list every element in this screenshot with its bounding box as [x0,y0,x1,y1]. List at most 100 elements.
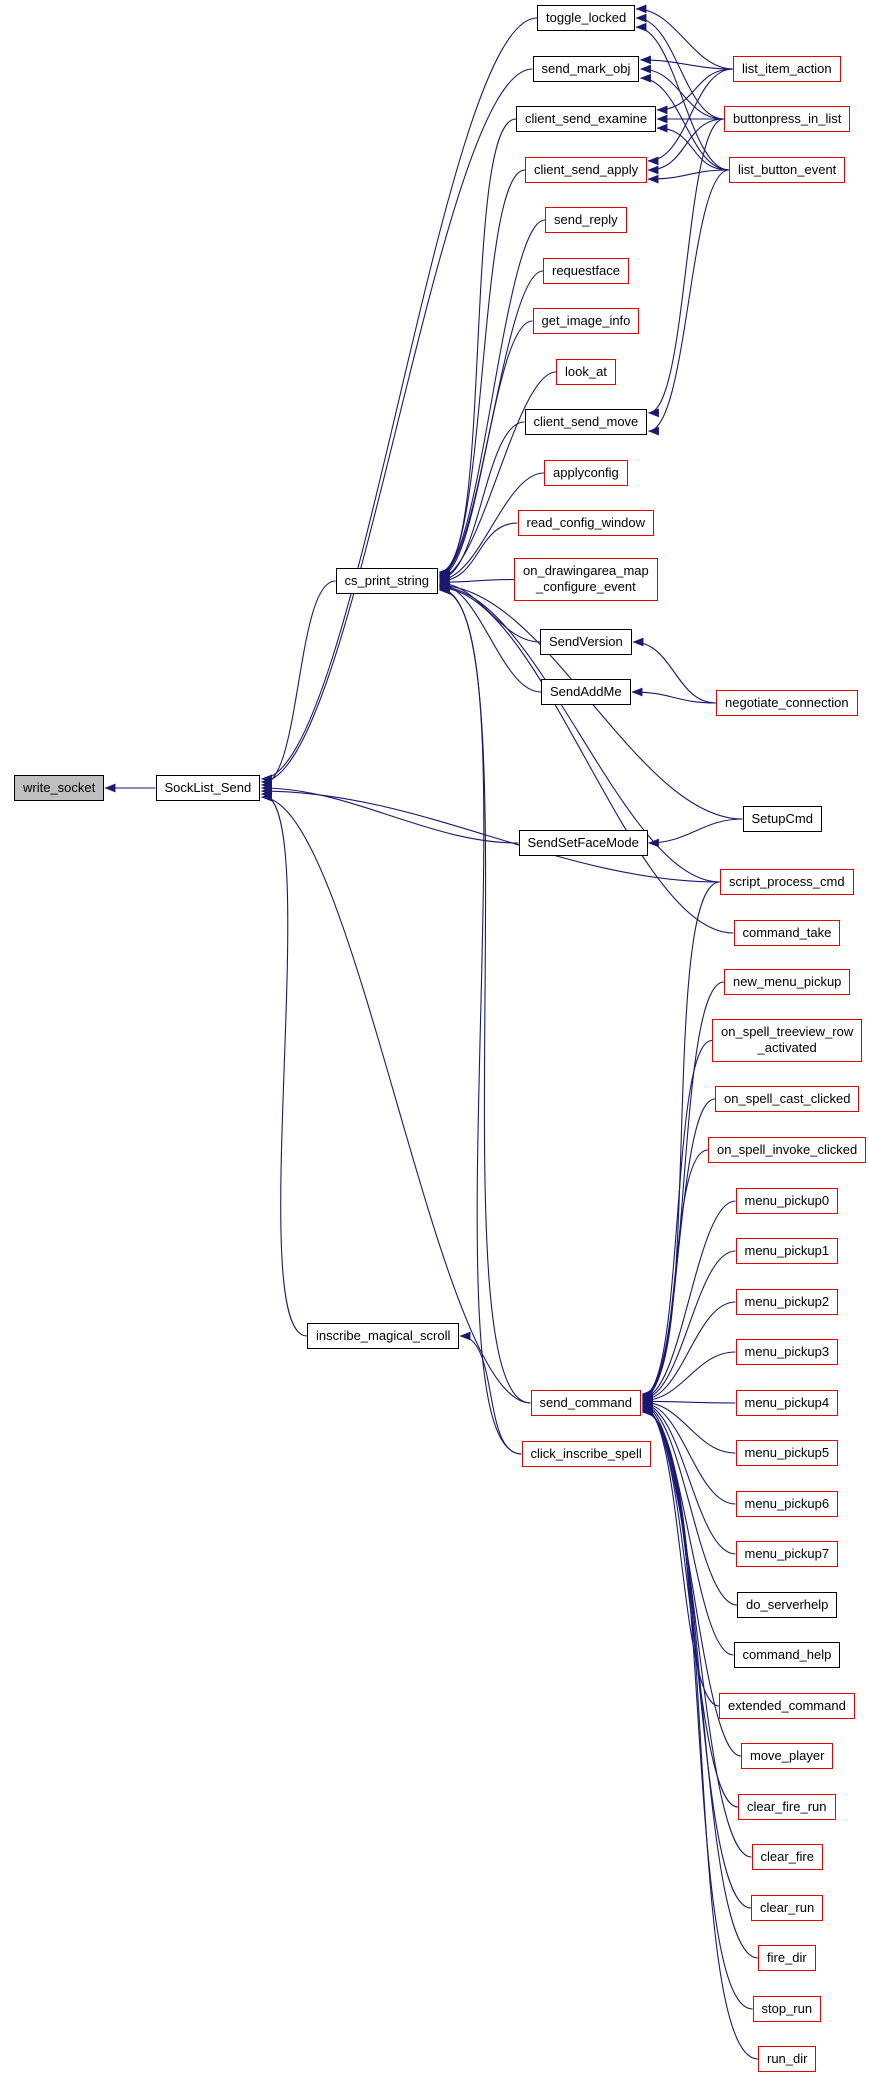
graph-node-list_item_action[interactable]: list_item_action [733,56,841,83]
graph-node-SockList_Send[interactable]: SockList_Send [155,775,261,802]
call-edge-client_send_examine-to-cs_print_string [438,118,517,577]
graph-node-look_at[interactable]: look_at [556,359,616,386]
graph-node-menu_pickup5[interactable]: menu_pickup5 [735,1440,839,1467]
call-edge-list_item_action-to-toggle_locked [635,4,734,70]
call-edge-menu_pickup6-to-send_command [641,1398,736,1505]
graph-node-send_command[interactable]: send_command [530,1390,641,1417]
call-edge-menu_pickup7-to-send_command [641,1399,736,1555]
graph-node-menu_pickup4[interactable]: menu_pickup4 [735,1390,839,1417]
graph-node-client_send_apply[interactable]: client_send_apply [525,157,648,184]
call-edge-buttonpress_in_list-to-toggle_locked [635,13,725,120]
call-edge-menu_pickup3-to-send_command [641,1351,736,1405]
call-edge-command_take-to-cs_print_string [438,583,734,934]
graph-node-script_process_cmd[interactable]: script_process_cmd [720,869,854,896]
graph-node-client_send_examine[interactable]: client_send_examine [516,106,657,133]
graph-node-command_help[interactable]: command_help [733,1642,841,1669]
call-edge-buttonpress_in_list-to-client_send_move [647,118,725,418]
call-edge-script_process_cmd-to-cs_print_string [438,582,721,883]
call-edge-on_spell_invoke_clicked-to-send_command [641,1149,709,1402]
graph-node-click_inscribe_spell[interactable]: click_inscribe_spell [521,1441,651,1468]
call-edge-buttonpress_in_list-to-client_send_apply [647,118,725,175]
graph-node-command_take[interactable]: command_take [733,920,841,947]
call-edge-menu_pickup0-to-send_command [641,1200,736,1403]
graph-node-send_reply[interactable]: send_reply [545,207,627,234]
graph-node-inscribe_magical_scroll[interactable]: inscribe_magical_scroll [307,1323,460,1350]
graph-node-menu_pickup7[interactable]: menu_pickup7 [735,1541,839,1568]
call-edge-on_spell_cast_clicked-to-send_command [641,1098,716,1401]
call-edge-click_inscribe_spell-to-inscribe_magical_scroll [459,1331,522,1455]
call-edge-clear_run-to-send_command [641,1405,752,1909]
call-edge-list_item_action-to-client_send_examine [656,68,734,115]
call-edge-toggle_locked-to-SockList_Send [260,17,538,784]
graph-node-get_image_info[interactable]: get_image_info [532,308,640,335]
call-edge-send_mark_obj-to-SockList_Send [260,68,533,787]
call-edge-on_drawingarea_map_configure_event-to-cs_print_string [438,577,515,587]
graph-node-menu_pickup6[interactable]: menu_pickup6 [735,1491,839,1518]
graph-node-clear_fire[interactable]: clear_fire [751,1844,823,1871]
graph-node-run_dir[interactable]: run_dir [758,2046,817,2073]
call-edge-extended_command-to-send_command [641,1401,720,1707]
call-edge-list_button_event-to-toggle_locked [635,22,730,171]
call-edge-clear_fire-to-send_command [641,1404,752,1858]
graph-node-fire_dir[interactable]: fire_dir [758,1945,816,1972]
graph-node-cs_print_string[interactable]: cs_print_string [335,568,439,595]
call-edge-command_help-to-send_command [641,1401,734,1656]
graph-node-send_mark_obj[interactable]: send_mark_obj [532,56,640,83]
call-edge-buttonpress_in_list-to-send_mark_obj [639,64,725,120]
call-edge-menu_pickup1-to-send_command [641,1250,736,1404]
graph-node-move_player[interactable]: move_player [741,1743,834,1770]
graph-node-toggle_locked[interactable]: toggle_locked [537,5,636,32]
call-edge-list_button_event-to-send_mark_obj [639,73,730,171]
graph-node-menu_pickup0[interactable]: menu_pickup0 [735,1188,839,1215]
call-edge-script_process_cmd-to-SockList_Send [260,786,721,883]
graph-node-clear_fire_run[interactable]: clear_fire_run [738,1794,836,1821]
graph-node-on_spell_treeview_row_activated[interactable]: on_spell_treeview_row _activated [712,1019,863,1062]
graph-node-SendSetFaceMode[interactable]: SendSetFaceMode [518,830,648,857]
call-edge-list_item_action-to-send_mark_obj [639,55,734,70]
call-edge-menu_pickup2-to-send_command [641,1301,736,1405]
graph-node-buttonpress_in_list[interactable]: buttonpress_in_list [724,106,851,133]
call-edge-read_config_window-to-cs_print_string [438,522,518,586]
call-edge-client_send_move-to-cs_print_string [438,421,525,584]
graph-node-on_spell_cast_clicked[interactable]: on_spell_cast_clicked [715,1086,860,1113]
call-edge-send_reply-to-cs_print_string [438,219,546,579]
call-edge-list_item_action-to-client_send_apply [647,68,734,166]
graph-node-on_drawingarea_map_configure_event[interactable]: on_drawingarea_map _configure_event [514,558,658,601]
graph-node-requestface[interactable]: requestface [543,258,629,285]
call-edge-client_send_apply-to-cs_print_string [438,169,526,578]
call-edge-SetupCmd-to-SendSetFaceMode [647,818,743,848]
call-edge-get_image_info-to-cs_print_string [438,320,533,581]
call-edge-SendAddMe-to-cs_print_string [438,580,542,693]
call-edge-cs_print_string-to-SockList_Send [260,580,336,790]
call-edge-negotiate_connection-to-SendVersion [632,637,717,704]
graph-node-list_button_event[interactable]: list_button_event [729,157,846,184]
call-edge-run_dir-to-send_command [641,1407,759,2060]
graph-node-menu_pickup3[interactable]: menu_pickup3 [735,1339,839,1366]
graph-node-menu_pickup2[interactable]: menu_pickup2 [735,1289,839,1316]
graph-node-clear_run[interactable]: clear_run [751,1895,824,1922]
call-edge-on_spell_treeview_row_activated-to-send_command [641,1039,713,1400]
graph-node-stop_run[interactable]: stop_run [752,1996,822,2023]
graph-node-negotiate_connection[interactable]: negotiate_connection [716,690,858,717]
graph-node-applyconfig[interactable]: applyconfig [544,460,628,487]
graph-node-read_config_window[interactable]: read_config_window [517,510,655,537]
call-edge-do_serverhelp-to-send_command [641,1400,738,1606]
call-edge-SendSetFaceMode-to-SockList_Send [260,783,519,844]
call-edge-applyconfig-to-cs_print_string [438,472,545,585]
graph-node-menu_pickup1[interactable]: menu_pickup1 [735,1238,839,1265]
graph-node-SendVersion[interactable]: SendVersion [540,629,632,656]
graph-node-do_serverhelp[interactable]: do_serverhelp [737,1592,838,1619]
call-edge-inscribe_magical_scroll-to-SockList_Send [260,789,308,1337]
graph-node-on_spell_invoke_clicked[interactable]: on_spell_invoke_clicked [708,1137,867,1164]
call-edge-SendVersion-to-cs_print_string [438,578,541,643]
graph-node-extended_command[interactable]: extended_command [719,1693,855,1720]
graph-node-SetupCmd[interactable]: SetupCmd [742,806,822,833]
call-edge-send_command-to-SockList_Send [260,792,531,1404]
graph-node-new_menu_pickup[interactable]: new_menu_pickup [724,969,851,996]
graph-node-SendAddMe[interactable]: SendAddMe [541,679,631,706]
call-edge-menu_pickup4-to-send_command [641,1396,736,1406]
call-edge-look_at-to-cs_print_string [438,371,557,582]
call-edge-list_button_event-to-client_send_apply [647,169,730,184]
graph-node-client_send_move[interactable]: client_send_move [524,409,648,436]
